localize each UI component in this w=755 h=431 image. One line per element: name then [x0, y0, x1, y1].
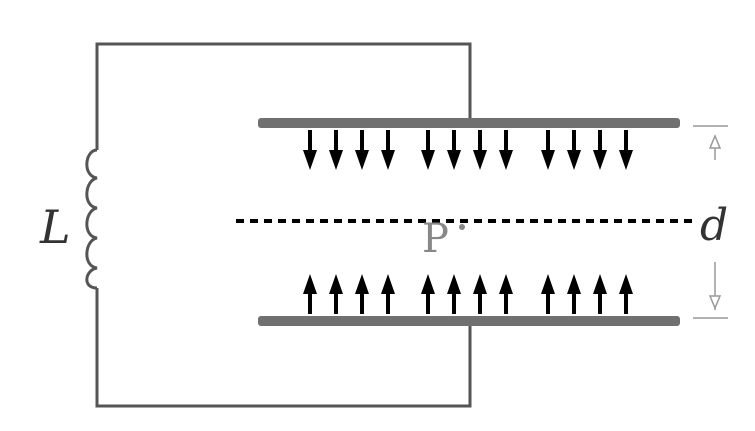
field-arrow-down [567, 130, 581, 170]
point-label: P [422, 216, 449, 262]
top-field-arrows [303, 130, 633, 170]
field-arrow-down [499, 130, 513, 170]
field-arrow-up [421, 274, 435, 314]
field-arrow-up [355, 274, 369, 314]
circuit-wire [95, 42, 472, 408]
field-arrow-down [421, 130, 435, 170]
field-arrow-down [541, 130, 555, 170]
field-arrow-down [619, 130, 633, 170]
field-arrow-up [329, 274, 343, 314]
inductor-label: L [39, 200, 71, 254]
field-arrow-up [473, 274, 487, 314]
field-arrow-up [303, 274, 317, 314]
point-dot [459, 224, 465, 230]
bottom-field-arrows [303, 274, 633, 314]
gap-label: d [700, 200, 728, 251]
top-plate [258, 118, 680, 128]
field-arrow-down [447, 130, 461, 170]
field-arrow-down [303, 130, 317, 170]
field-arrow-up [447, 274, 461, 314]
field-arrow-down [381, 130, 395, 170]
bottom-plate [258, 316, 680, 326]
field-arrow-up [499, 274, 513, 314]
field-arrow-up [619, 274, 633, 314]
field-arrow-down [593, 130, 607, 170]
field-arrow-down [329, 130, 343, 170]
gap-dimension [693, 125, 728, 319]
field-arrow-up [381, 274, 395, 314]
field-arrow-up [593, 274, 607, 314]
inductor-coil [85, 148, 98, 290]
field-arrow-down [473, 130, 487, 170]
field-arrow-up [567, 274, 581, 314]
field-arrow-down [355, 130, 369, 170]
field-arrow-up [541, 274, 555, 314]
